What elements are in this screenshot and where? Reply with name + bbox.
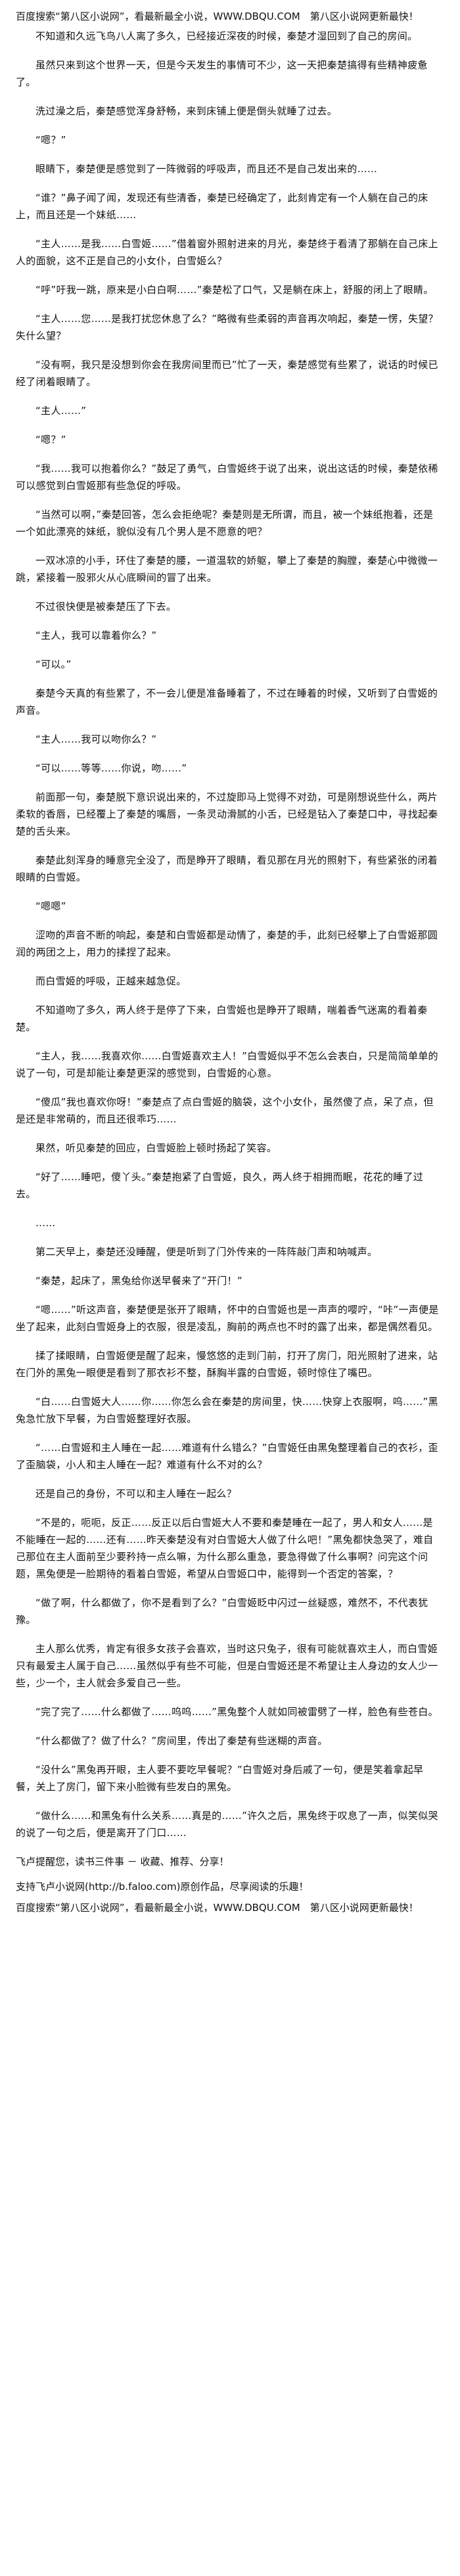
story-paragraph: “主人……我可以吻你么？”	[35, 733, 157, 745]
story-paragraph: “嗯……”听这声音，秦楚便是张开了眼睛，怀中的白雪姬也是一声声的嘤咛，“咔”一声…	[16, 1304, 439, 1333]
story-paragraph: 一双冰凉的小手，环住了秦楚的腰，一道温软的娇躯，攀上了秦楚的胸膛，秦楚心中微微一…	[16, 555, 438, 584]
story-paragraph: 眼睛下，秦楚便是感觉到了一阵微弱的呼吸声，而且还不是自己发出来的……	[35, 163, 378, 175]
story-paragraph: “谁？”鼻子闻了闻，发现还有些清香，秦楚已经确定了，此刻肯定有一个人躺在自己的床…	[16, 192, 428, 221]
story-paragraph: 虽然只来到这个世界一天，但是今天发生的事情可不少，这一天把秦楚搞得有些精神疲惫了…	[16, 59, 428, 88]
footer-banner: 百度搜索“第八区小说网”，看最新最全小说，WWW.DBQU.COM 第八区小说网…	[16, 1902, 419, 1914]
story-paragraph: “没什么”黑兔再开眼，主人要不要吃早餐呢？”白雪姬对身后戚了一句，便是笑着拿起早…	[16, 1764, 424, 1793]
story-paragraph: “我……我可以抱着你么？”鼓足了勇气，白雪姬终于说了出来，说出这话的时候，秦楚依…	[16, 463, 438, 492]
story-paragraph: “主人……您……是我打扰您休息了么？”略微有些柔弱的声音再次响起，秦楚一愣，失望…	[16, 313, 438, 342]
story-paragraph: “主人，我……我喜欢你……白雪姬喜欢主人！”白雪姬似乎不怎么会表白，只是简简单单…	[16, 1050, 438, 1079]
story-paragraph: 第二天早上，秦楚还没睡醒，便是听到了门外传来的一阵阵敲门声和呐喊声。	[35, 1246, 378, 1258]
story-paragraph: “主人……是我……白雪姬……”借着窗外照射进来的月光，秦楚终于看清了那躺在自己床…	[16, 238, 438, 267]
story-paragraph: “好了……睡吧，傻丫头。”秦楚抱紧了白雪姬，良久，两人终于相拥而眠，花花的睡了过…	[16, 1171, 424, 1200]
story-body: 不知道和久远飞鸟八人离了多久，已经接近深夜的时候，秦楚才湿回到了自己的房间。虽然…	[16, 28, 442, 1841]
closing-reminder: 飞卢提醒您，读书三件事 － 收藏、推荐、分享！	[16, 1856, 229, 1868]
story-paragraph: “呼”吁我一跳，原来是小白白啊……”秦楚松了口气，又是躺在床上，舒服的闭上了眼睛…	[35, 284, 434, 296]
support-line: 支持飞卢小说网(http://b.faloo.com)原创作品，尽享阅读的乐趣！	[16, 1881, 309, 1893]
story-paragraph: “没有啊，我只是没想到你会在我房间里而已”忙了一天，秦楚感觉有些累了，说话的时候…	[16, 359, 438, 388]
story-paragraph: “当然可以啊，”秦楚回答，怎么会拒绝呢？秦楚则是无所谓，而且，被一个妹纸抱着，还…	[16, 509, 434, 538]
story-paragraph: 主人那么优秀，肯定有很多女孩子会喜欢，当时这只兔子，很有可能就喜欢主人，而白雪姬…	[16, 1643, 438, 1689]
story-paragraph: “主人……”	[35, 405, 87, 417]
story-paragraph: 不知道和久远飞鸟八人离了多久，已经接近深夜的时候，秦楚才湿回到了自己的房间。	[35, 30, 418, 42]
story-paragraph: “主人，我可以靠着你么？”	[35, 630, 157, 641]
story-paragraph: “白……白雪姬大人……你……你怎么会在秦楚的房间里，快……快穿上衣服啊，呜……”…	[16, 1396, 438, 1425]
story-paragraph: “嗯嗯”	[35, 900, 66, 912]
story-paragraph: 果然，听见秦楚的回应，白雪姬脸上顿时扬起了笑容。	[35, 1142, 277, 1154]
story-paragraph: “可以。”	[35, 658, 72, 670]
story-paragraph: 涩吻的声音不断的响起，秦楚和白雪姬都是动情了，秦楚的手，此刻已经攀上了白雪姬那圆…	[16, 929, 438, 958]
story-paragraph: “……白雪姬和主人睡在一起……难道有什么错么？”白雪姬任由黑兔整理着自己的衣衫，…	[16, 1442, 438, 1471]
story-paragraph: 不过很快便是被秦楚压了下去。	[35, 601, 177, 612]
story-paragraph: “完了完了……什么都做了……呜呜……”黑兔整个人就如同被雷劈了一样，脸色有些苍白…	[35, 1706, 438, 1718]
story-paragraph: “嗯？”	[35, 134, 66, 146]
story-paragraph: 秦楚此刻浑身的睡意完全没了，而是睁开了眼睛，看见那在月光的照射下，有些紧张的闭着…	[16, 854, 438, 883]
story-paragraph: “做了啊，什么都做了，你不是看到了么？”白雪姬眨中闪过一丝疑惑，难然不，不代表犹…	[16, 1597, 428, 1626]
story-paragraph: “不是的，呃呃，反正……反正以后白雪姬大人不要和秦楚睡在一起了，男人和女人……是…	[16, 1517, 434, 1580]
story-paragraph: “嗯？”	[35, 434, 66, 446]
story-paragraph: 前面那一句，秦楚脱下意识说出来的，不过旋即马上觉得不对劲，可是刚想说些什么，两片…	[16, 791, 438, 837]
story-paragraph: ……	[35, 1217, 56, 1229]
story-paragraph: “什么都做了？做了什么？”房间里，传出了秦楚有些迷糊的声音。	[35, 1735, 328, 1747]
story-paragraph: “傻瓜”我也喜欢你呀！”秦楚点了点白雪姬的脑袋，这个小女仆，虽然傻了点，呆了点，…	[16, 1096, 434, 1125]
story-paragraph: “做什么……和黑兔有什么关系……真是的……”许久之后，黑兔终于叹息了一声，似笑似…	[16, 1810, 438, 1839]
story-paragraph: 不知道吻了多久，两人终于是停了下来，白雪姬也是睁开了眼睛，喘着香气迷离的看着秦楚…	[16, 1004, 428, 1033]
header-banner: 百度搜索“第八区小说网”，看最新最全小说，WWW.DBQU.COM 第八区小说网…	[16, 11, 419, 22]
story-paragraph: 洗过澡之后，秦楚感觉浑身舒畅，来到床铺上便是倒头就睡了过去。	[35, 105, 338, 117]
story-paragraph: 还是自己的身份，不可以和主人睡在一起么？	[35, 1488, 237, 1500]
story-paragraph: “秦楚，起床了，黑兔给你送早餐来了”开门！”	[35, 1275, 242, 1287]
story-paragraph: 而白雪姬的呼吸，正越来越急促。	[35, 975, 187, 987]
story-paragraph: 秦楚今天真的有些累了，不一会儿便是准备睡着了，不过在睡着的时候，又听到了白雪姬的…	[16, 687, 438, 716]
story-paragraph: “可以……等等……你说，吻……”	[35, 762, 187, 774]
story-paragraph: 揉了揉眼睛，白雪姬便是醒了起来，慢悠悠的走到门前，打开了房门，阳光照射了进来，站…	[16, 1350, 438, 1379]
